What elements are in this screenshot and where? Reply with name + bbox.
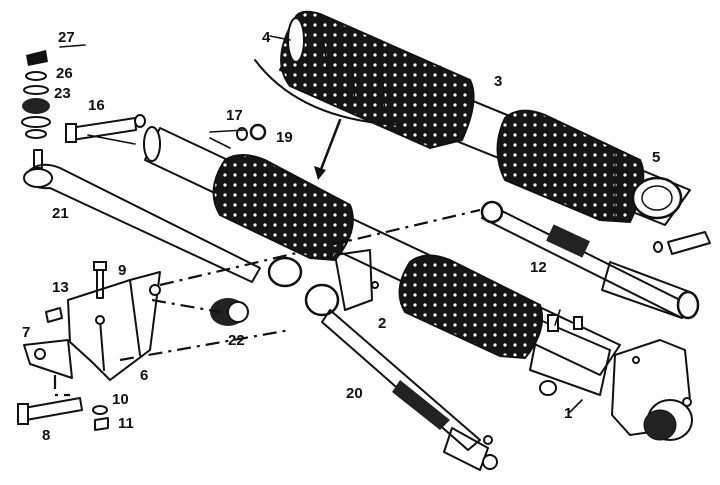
leader-lines xyxy=(59,35,583,413)
nut-11 xyxy=(94,417,109,431)
callout-22: 22 xyxy=(228,332,245,349)
callout-16: 16 xyxy=(88,97,105,114)
callout-26: 26 xyxy=(56,65,73,82)
clamp-plate-7 xyxy=(23,339,73,379)
clamp-5 xyxy=(631,176,683,220)
upper-right-boot xyxy=(496,109,645,224)
tie-rod-21 xyxy=(21,50,261,283)
callout-4: 4 xyxy=(262,29,271,46)
upper-rack-assembly xyxy=(254,10,711,255)
callout-11: 11 xyxy=(118,415,134,432)
assembly-lines xyxy=(53,208,481,397)
bush-23 xyxy=(21,98,51,139)
callout-9: 9 xyxy=(118,262,126,279)
callout-labels: 27 26 23 16 21 17 19 4 3 5 12 9 13 7 22 … xyxy=(22,29,660,444)
callout-8: 8 xyxy=(42,427,50,444)
callout-12: 12 xyxy=(530,259,547,276)
inner-tie-rod-12 xyxy=(480,200,700,320)
washer-10 xyxy=(92,405,108,415)
upper-left-boot xyxy=(280,10,475,150)
balljoint-nut-26 xyxy=(23,50,49,95)
clamp-bolt xyxy=(653,231,711,255)
bolt-16 xyxy=(65,114,146,143)
callout-20: 20 xyxy=(346,385,363,402)
callout-10: 10 xyxy=(112,391,129,408)
main-rack-assembly xyxy=(143,126,700,441)
callout-2: 2 xyxy=(378,315,386,332)
mounting-bracket-6 xyxy=(67,271,161,381)
nut-19 xyxy=(249,123,267,141)
tie-rod-20 xyxy=(321,309,498,471)
callout-5: 5 xyxy=(652,149,660,166)
callout-6: 6 xyxy=(140,367,148,384)
callout-1: 1 xyxy=(564,405,572,422)
main-left-boot xyxy=(212,154,354,262)
callout-23: 23 xyxy=(54,85,71,102)
clamp-2 xyxy=(267,249,379,317)
pinion-housing xyxy=(529,314,693,441)
bolt-9 xyxy=(93,261,107,299)
callout-7: 7 xyxy=(22,324,30,341)
nut-13 xyxy=(45,307,63,323)
callout-3: 3 xyxy=(494,73,502,90)
main-right-boot xyxy=(398,254,544,360)
mount-rubber-22 xyxy=(210,298,249,326)
callout-21: 21 xyxy=(52,205,69,222)
bolt-8 xyxy=(17,397,83,425)
callout-19: 19 xyxy=(276,129,293,146)
callout-13: 13 xyxy=(52,279,69,296)
callout-17: 17 xyxy=(226,107,243,124)
callout-27: 27 xyxy=(58,29,75,46)
